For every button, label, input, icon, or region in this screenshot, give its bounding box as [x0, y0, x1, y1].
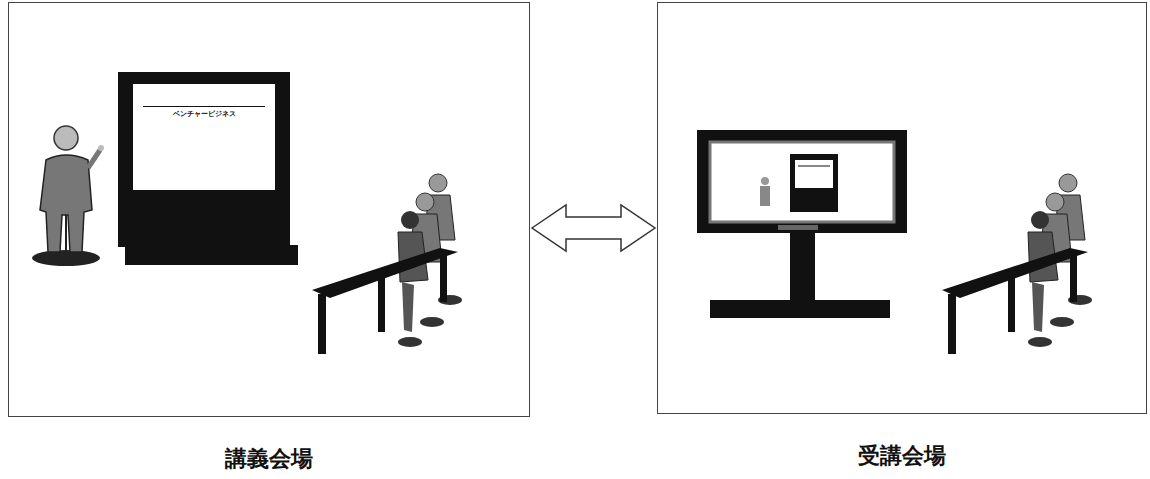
venue-label: 講義会場 [9, 444, 529, 474]
venue-label: 受講会場 [658, 441, 1146, 471]
audience [942, 174, 1092, 354]
speaker-figure [32, 126, 104, 266]
screen-stand [125, 245, 298, 265]
audience [312, 174, 462, 354]
slide-rule [143, 106, 265, 107]
venue-box: 受講会場 [657, 2, 1147, 414]
video-monitor [697, 130, 907, 318]
venue-box: 講義会場ベンチャービジネス [8, 2, 530, 417]
screen-surface: ベンチャービジネス [133, 84, 275, 190]
slide-title: ベンチャービジネス [133, 109, 275, 119]
double-arrow [532, 205, 655, 251]
projection-screen: ベンチャービジネス [118, 72, 290, 247]
